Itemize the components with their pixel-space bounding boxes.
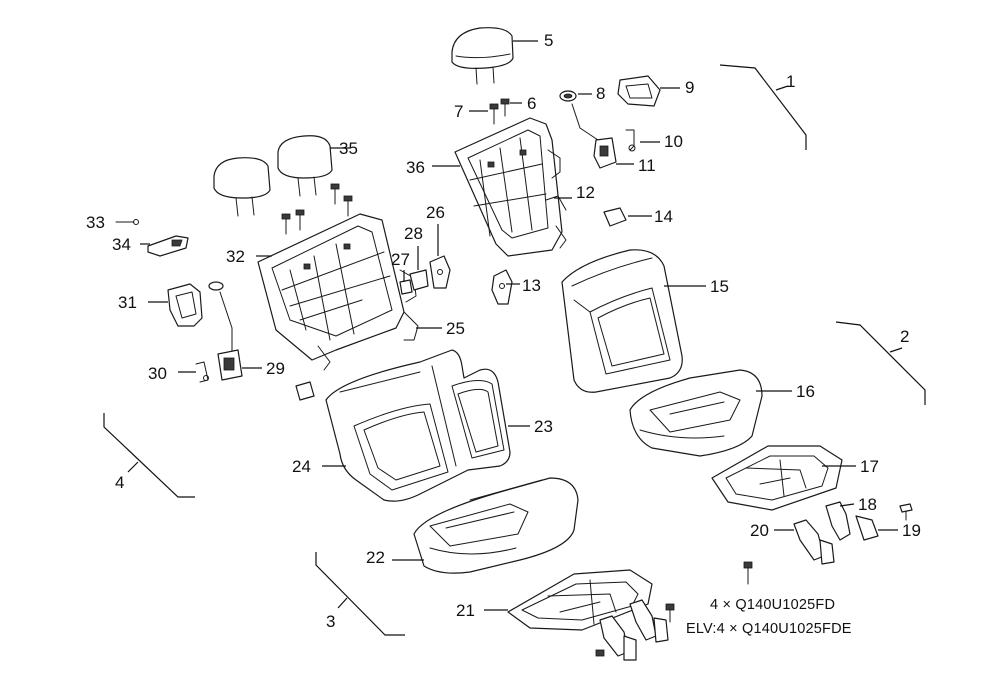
callout-11: 11 [638, 156, 656, 175]
seatback-cushion-left [322, 349, 530, 502]
assembly-bracket-4 [103, 413, 195, 498]
callout-27: 27 [391, 250, 410, 269]
frame-bracket [491, 269, 520, 305]
latch-bezel [559, 90, 599, 141]
mounting-bolt [743, 561, 753, 585]
callout-25: 25 [446, 319, 465, 338]
callout-4: 4 [115, 473, 125, 492]
callout-15: 15 [710, 277, 729, 296]
callout-30: 30 [148, 364, 167, 383]
headrest-right [451, 27, 538, 85]
latch-assembly [593, 129, 660, 169]
latch-assembly-left [148, 281, 315, 401]
headrest-left [213, 135, 350, 217]
seat-cushion-left [392, 477, 579, 574]
callout-31: 31 [118, 293, 137, 312]
callout-7: 7 [454, 102, 464, 121]
guide-bolts-6-7 [469, 98, 522, 125]
callout-32: 32 [226, 247, 245, 266]
callout-8: 8 [596, 84, 606, 103]
callout-22: 22 [366, 548, 385, 567]
callout-12: 12 [576, 183, 595, 202]
callout-28: 28 [404, 224, 423, 243]
callout-34: 34 [112, 235, 131, 254]
callout-24: 24 [292, 457, 311, 476]
callout-5: 5 [544, 31, 554, 50]
seat-pan-right [711, 445, 856, 511]
callout-35: 35 [339, 139, 358, 158]
seat-cushion-right [629, 369, 792, 457]
latch-cover [617, 75, 680, 107]
callout-1: 1 [786, 72, 796, 91]
callout-18: 18 [858, 495, 877, 514]
callout-6: 6 [527, 94, 537, 113]
callout-16: 16 [796, 382, 815, 401]
hinge-brackets-left [595, 599, 675, 661]
hinge-brackets-right [774, 501, 913, 565]
assembly-bracket-3 [315, 552, 405, 636]
callout-26: 26 [426, 203, 445, 222]
callout-2: 2 [900, 327, 910, 346]
callout-20: 20 [750, 521, 769, 540]
latch-cover-left [115, 219, 189, 257]
callout-33: 33 [86, 213, 105, 232]
assembly-bracket-1 [719, 64, 807, 150]
callout-13: 13 [522, 276, 541, 295]
frame-pivots-left [399, 224, 451, 295]
callout-3: 3 [326, 612, 336, 631]
seatback-frame-right [432, 117, 572, 257]
callout-21: 21 [456, 601, 475, 620]
seatback-cushion-right [561, 249, 706, 393]
callout-17: 17 [860, 457, 879, 476]
guide-bolts-left [281, 183, 353, 235]
callout-9: 9 [685, 78, 695, 97]
bolt-spec-elv-note: ELV:4 × Q140U1025FDE [686, 621, 852, 637]
callout-23: 23 [534, 417, 553, 436]
callout-19: 19 [902, 521, 921, 540]
callout-29: 29 [266, 359, 285, 378]
assembly-bracket-2 [835, 321, 926, 405]
bushing [603, 207, 652, 227]
callout-10: 10 [664, 132, 683, 151]
seat-pan-left [484, 569, 653, 631]
callout-36: 36 [406, 158, 425, 177]
seatback-frame-left [256, 213, 442, 371]
bolt-spec-note: 4 × Q140U1025FD [710, 597, 836, 613]
callout-14: 14 [654, 207, 673, 226]
